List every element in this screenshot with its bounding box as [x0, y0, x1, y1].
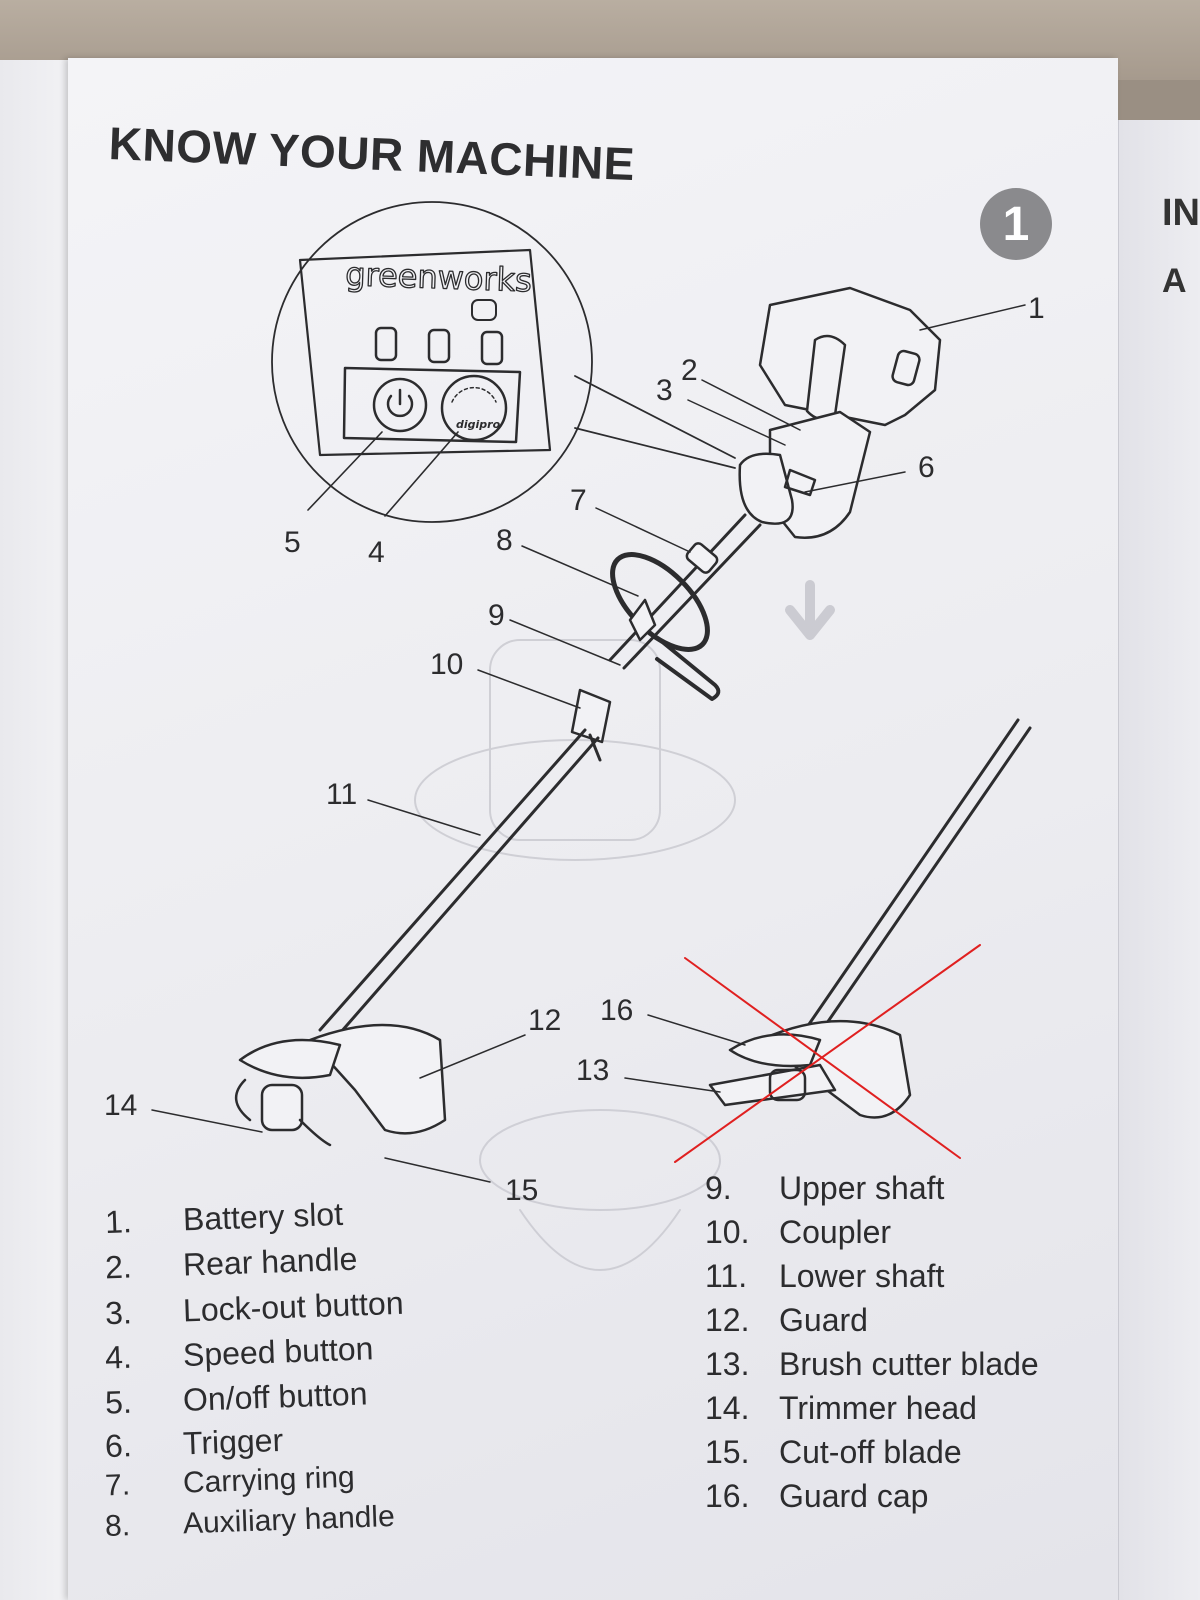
callout-11: 11: [326, 778, 357, 811]
callout-3: 3: [656, 374, 673, 407]
callout-labels: 1 2 3 4 5 6 7 8 9 10 11 12 13 14 15 16: [104, 292, 1045, 1207]
brush-cutter-illustration: [674, 718, 1032, 1163]
legend-item: 6.Trigger: [104, 1421, 284, 1465]
legend-item: 15.Cut-off blade: [705, 1434, 962, 1470]
legend-item: 9.Upper shaft: [705, 1170, 945, 1206]
callout-13: 13: [576, 1054, 609, 1087]
adjacent-page-subheading: A: [1162, 262, 1187, 300]
callout-7: 7: [570, 484, 587, 517]
legend-item: 12.Guard: [705, 1302, 868, 1338]
callout-8: 8: [496, 524, 513, 557]
adjacent-page: [1118, 120, 1200, 1600]
callout-4: 4: [368, 536, 385, 569]
callout-14: 14: [104, 1089, 137, 1122]
on-off-button-detail: [372, 377, 428, 433]
callout-9: 9: [488, 599, 505, 632]
background-page-underneath: [0, 60, 75, 1600]
legend-item: 14.Trimmer head: [705, 1390, 977, 1426]
callout-15: 15: [505, 1174, 538, 1207]
callout-1: 1: [1028, 292, 1045, 325]
legend-item: 10.Coupler: [705, 1214, 892, 1250]
speed-gauge-detail: [440, 374, 508, 442]
trimmer-illustration: [235, 286, 942, 1147]
power-icon: [386, 388, 414, 418]
callout-6: 6: [918, 451, 935, 484]
adjacent-page-heading: IN: [1162, 192, 1200, 234]
panel-brand-logo: greenworks: [345, 255, 533, 299]
legend-item: 11.Lower shaft: [705, 1258, 945, 1294]
control-panel-detail: greenworks digipro: [271, 201, 736, 523]
legend-item: 16.Guard cap: [705, 1478, 929, 1514]
legend-item: 13.Brush cutter blade: [705, 1346, 1039, 1382]
figure-badge: 1: [980, 188, 1052, 260]
callout-10: 10: [430, 648, 463, 681]
panel-gauge-text: digipro: [456, 418, 501, 431]
callout-12: 12: [528, 1004, 561, 1037]
callout-2: 2: [681, 354, 698, 387]
leader-lines: [151, 304, 1026, 1183]
panel-indicator-icon: [471, 299, 497, 321]
callout-5: 5: [284, 526, 301, 559]
callout-16: 16: [600, 994, 633, 1027]
faint-background-illustration: [414, 580, 835, 1271]
